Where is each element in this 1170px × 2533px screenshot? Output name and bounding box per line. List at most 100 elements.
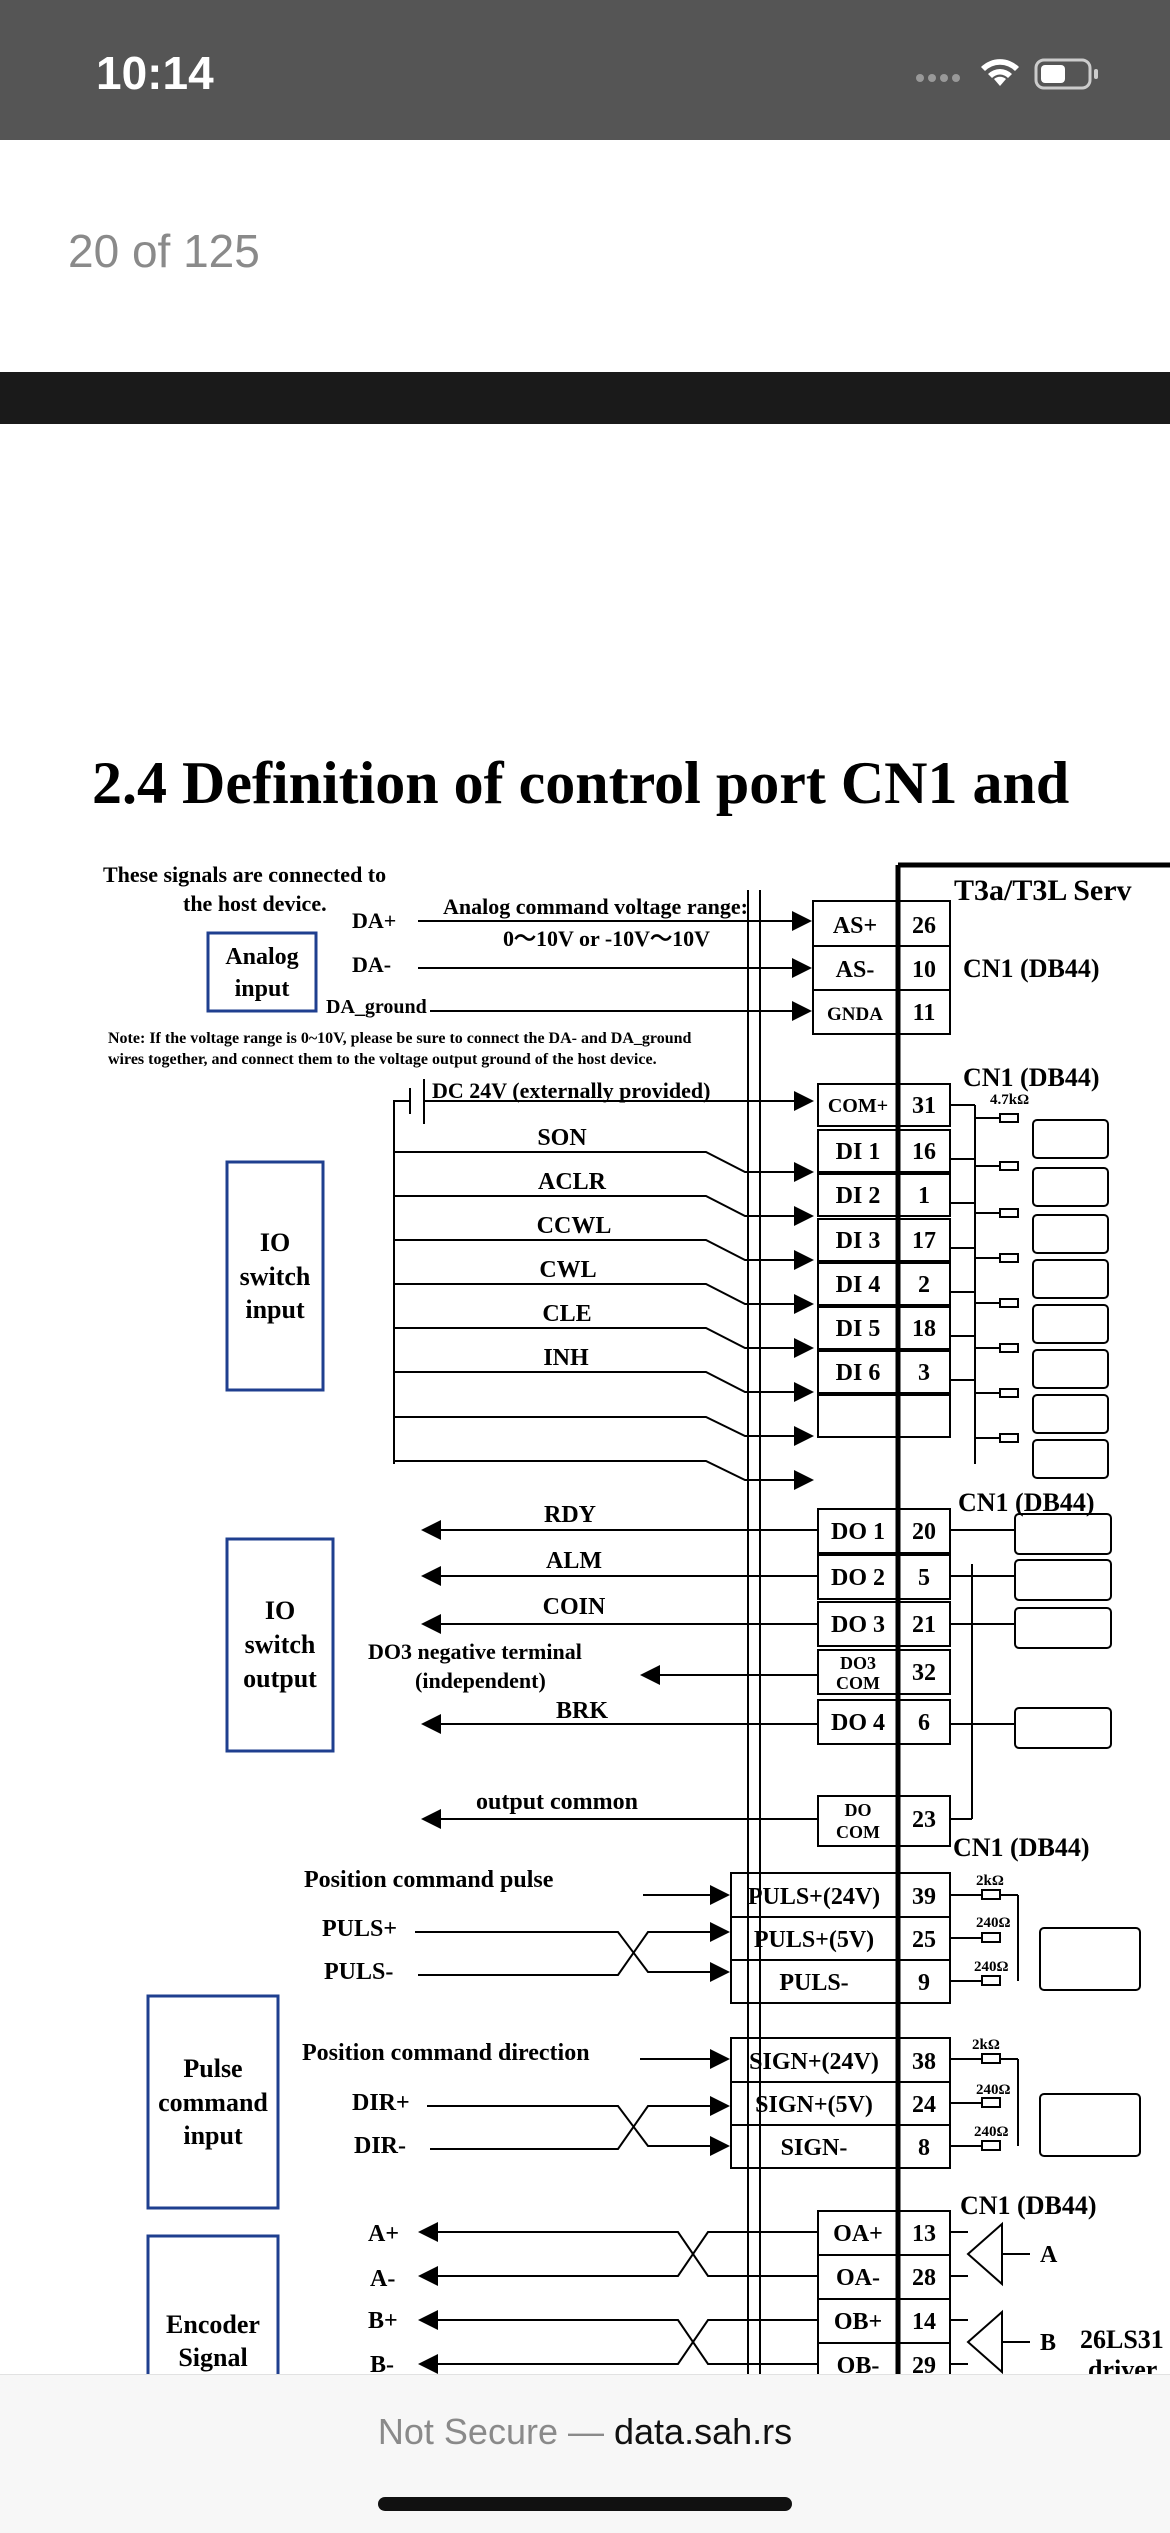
pin-31: 31 <box>912 1093 936 1119</box>
enc-b-plus: B+ <box>368 2308 398 2334</box>
do3-neg-2: (independent) <box>415 1668 546 1693</box>
analog-range-2: 0～10V or -10V～10V <box>503 926 710 951</box>
analog-note-1: Note: If the voltage range is 0~10V, ple… <box>108 1030 692 1047</box>
pos-cmd-dir-label: Position command direction <box>302 2040 590 2066</box>
pin-17: 17 <box>912 1228 936 1254</box>
security-label: Not Secure — <box>377 2411 604 2452</box>
pin-10: 10 <box>912 957 936 983</box>
host-note-2: the host device. <box>183 891 327 916</box>
svg-text:⊳ ⇉⏬: ⊳ ⇉⏬ <box>1030 1522 1100 1547</box>
pin-1: 1 <box>918 1183 930 1209</box>
pulse-box-line-1: Pulse <box>183 2054 242 2083</box>
pin-gnda: GNDA <box>827 1004 883 1025</box>
svg-text:⏭ ⇉◁: ⏭ ⇉◁ <box>1045 1312 1107 1337</box>
pin-21: 21 <box>912 1612 936 1638</box>
encoder-pin-table <box>817 2210 951 2374</box>
pin-28: 28 <box>912 2265 936 2291</box>
resistor-240-pulse-a: 240Ω <box>976 1915 1011 1931</box>
pin-as-minus: AS- <box>836 957 875 983</box>
pin-do1: DO 1 <box>831 1519 885 1545</box>
resistor-2k-sign: 2kΩ <box>972 2037 1000 2053</box>
svg-text:⏭ ⇉◁: ⏭ ⇉◁ <box>1045 1357 1107 1382</box>
svg-text:⏭ ⇉◁: ⏭ ⇉◁ <box>1045 1267 1107 1292</box>
line-driver-icons <box>950 2221 1030 2374</box>
toolbar-divider <box>0 372 1170 424</box>
enc-a-plus: A+ <box>368 2221 399 2247</box>
pin-38: 38 <box>912 2049 936 2075</box>
puls-minus-label: PULS- <box>324 1959 393 1985</box>
signal-son: SON <box>537 1125 587 1151</box>
io-in-wires <box>394 1151 814 1490</box>
enc-a-minus: A- <box>370 2266 395 2292</box>
pin-6: 6 <box>918 1710 930 1736</box>
address-bar[interactable]: Not Secure — data.sah.rs <box>0 2374 1170 2533</box>
url-display[interactable]: Not Secure — data.sah.rs <box>0 2411 1170 2453</box>
signal-aclr: ACLR <box>538 1169 607 1195</box>
signal-cle: CLE <box>542 1301 591 1327</box>
pin-do2: DO 2 <box>831 1565 885 1591</box>
signal-ccwl: CCWL <box>537 1213 612 1239</box>
pin-sign-24v: SIGN+(24V) <box>749 2049 879 2075</box>
pulse-command-input-box <box>146 1994 280 2210</box>
puls-plus-label: PULS+ <box>322 1916 397 1942</box>
cn1-label-io-in: CN1 (DB44) <box>963 1063 1100 1092</box>
pin-do3: DO 3 <box>831 1612 885 1638</box>
pin-18: 18 <box>912 1316 936 1342</box>
host-note-1: These signals are connected to <box>103 862 386 887</box>
pin-di2: DI 2 <box>836 1183 881 1209</box>
output-optocoupler-icons: ⊳ ⇉⏬ ⊳ ⇉⏬ ⊳ ⇉⏬ ⊳ ⇉⏬ <box>950 1513 1112 1820</box>
da-minus-label: DA- <box>352 952 391 977</box>
pin-sign-minus: SIGN- <box>781 2135 848 2161</box>
io-in-signals: SON ACLR CCWL CWL CLE INH <box>537 1125 612 1371</box>
pin-di3: DI 3 <box>836 1228 881 1254</box>
pin-di1: DI 1 <box>836 1139 881 1165</box>
pin-di5: DI 5 <box>836 1316 881 1342</box>
encoder-box-line-2: Signal <box>178 2343 247 2372</box>
cn1-label-encoder: CN1 (DB44) <box>960 2191 1097 2220</box>
pin-5: 5 <box>918 1565 930 1591</box>
driver-label-1: 26LS31 <box>1080 2325 1164 2354</box>
pin-2: 2 <box>918 1272 930 1298</box>
status-bar: 10:14 <box>0 0 1170 140</box>
da-plus-label: DA+ <box>352 908 396 933</box>
cn1-label-pulse: CN1 (DB44) <box>953 1833 1090 1862</box>
pin-8: 8 <box>918 2135 930 2161</box>
cn1-label-analog: CN1 (DB44) <box>963 954 1100 983</box>
pin-puls-5v: PULS+(5V) <box>754 1927 874 1953</box>
analog-box-line-1: Analog <box>225 944 298 970</box>
pin-docom-1: DO <box>845 1800 872 1820</box>
pulse-optocoupler-icons: ⏬⇉▷ ⏬⇉▷ <box>950 1889 1141 2157</box>
resistor-240-sign-b: 240Ω <box>974 2124 1009 2140</box>
encoder-wires <box>418 2222 818 2374</box>
cn1-label-io-out: CN1 (DB44) <box>958 1488 1095 1517</box>
wifi-icon <box>981 59 1019 86</box>
io-in-box-line-2: switch <box>240 1262 311 1291</box>
signal-cwl: CWL <box>539 1257 596 1283</box>
dc24-label: DC 24V (externally provided) <box>432 1078 710 1103</box>
resistor-240-pulse-b: 240Ω <box>974 1959 1009 1975</box>
pin-do3com-1: DO3 <box>840 1653 876 1673</box>
home-indicator[interactable] <box>378 2497 792 2511</box>
io-out-box-line-3: output <box>243 1664 317 1693</box>
svg-text:⏭ ⇉◁: ⏭ ⇉◁ <box>1045 1175 1107 1200</box>
resistor-4-7k: 4.7kΩ <box>990 1092 1029 1108</box>
document-page[interactable]: 2.4 Definition of control port CN1 and T… <box>0 424 1170 2374</box>
channel-a-label: A <box>1040 2242 1058 2268</box>
pin-puls-24v: PULS+(24V) <box>748 1884 880 1910</box>
pin-14: 14 <box>912 2309 936 2335</box>
analog-input-box <box>206 931 318 1013</box>
pin-ob-plus: OB+ <box>834 2309 882 2335</box>
signal-inh: INH <box>543 1345 589 1371</box>
pin-do4: DO 4 <box>831 1710 885 1736</box>
analog-range-1: Analog command voltage range: <box>443 894 748 919</box>
status-icons <box>912 52 1112 92</box>
svg-text:⊳ ⇉⏬: ⊳ ⇉⏬ <box>1030 1616 1100 1641</box>
signal-dots-icon <box>916 74 960 82</box>
pos-cmd-pulse-label: Position command pulse <box>304 1867 554 1893</box>
dir-plus-label: DIR+ <box>352 2090 410 2116</box>
pin-25: 25 <box>912 1927 936 1953</box>
enc-b-minus: B- <box>370 2352 394 2374</box>
battery-icon <box>1034 58 1098 90</box>
da-ground-label: DA_ground <box>326 996 427 1018</box>
resistor-2k-pulse: 2kΩ <box>976 1873 1004 1889</box>
